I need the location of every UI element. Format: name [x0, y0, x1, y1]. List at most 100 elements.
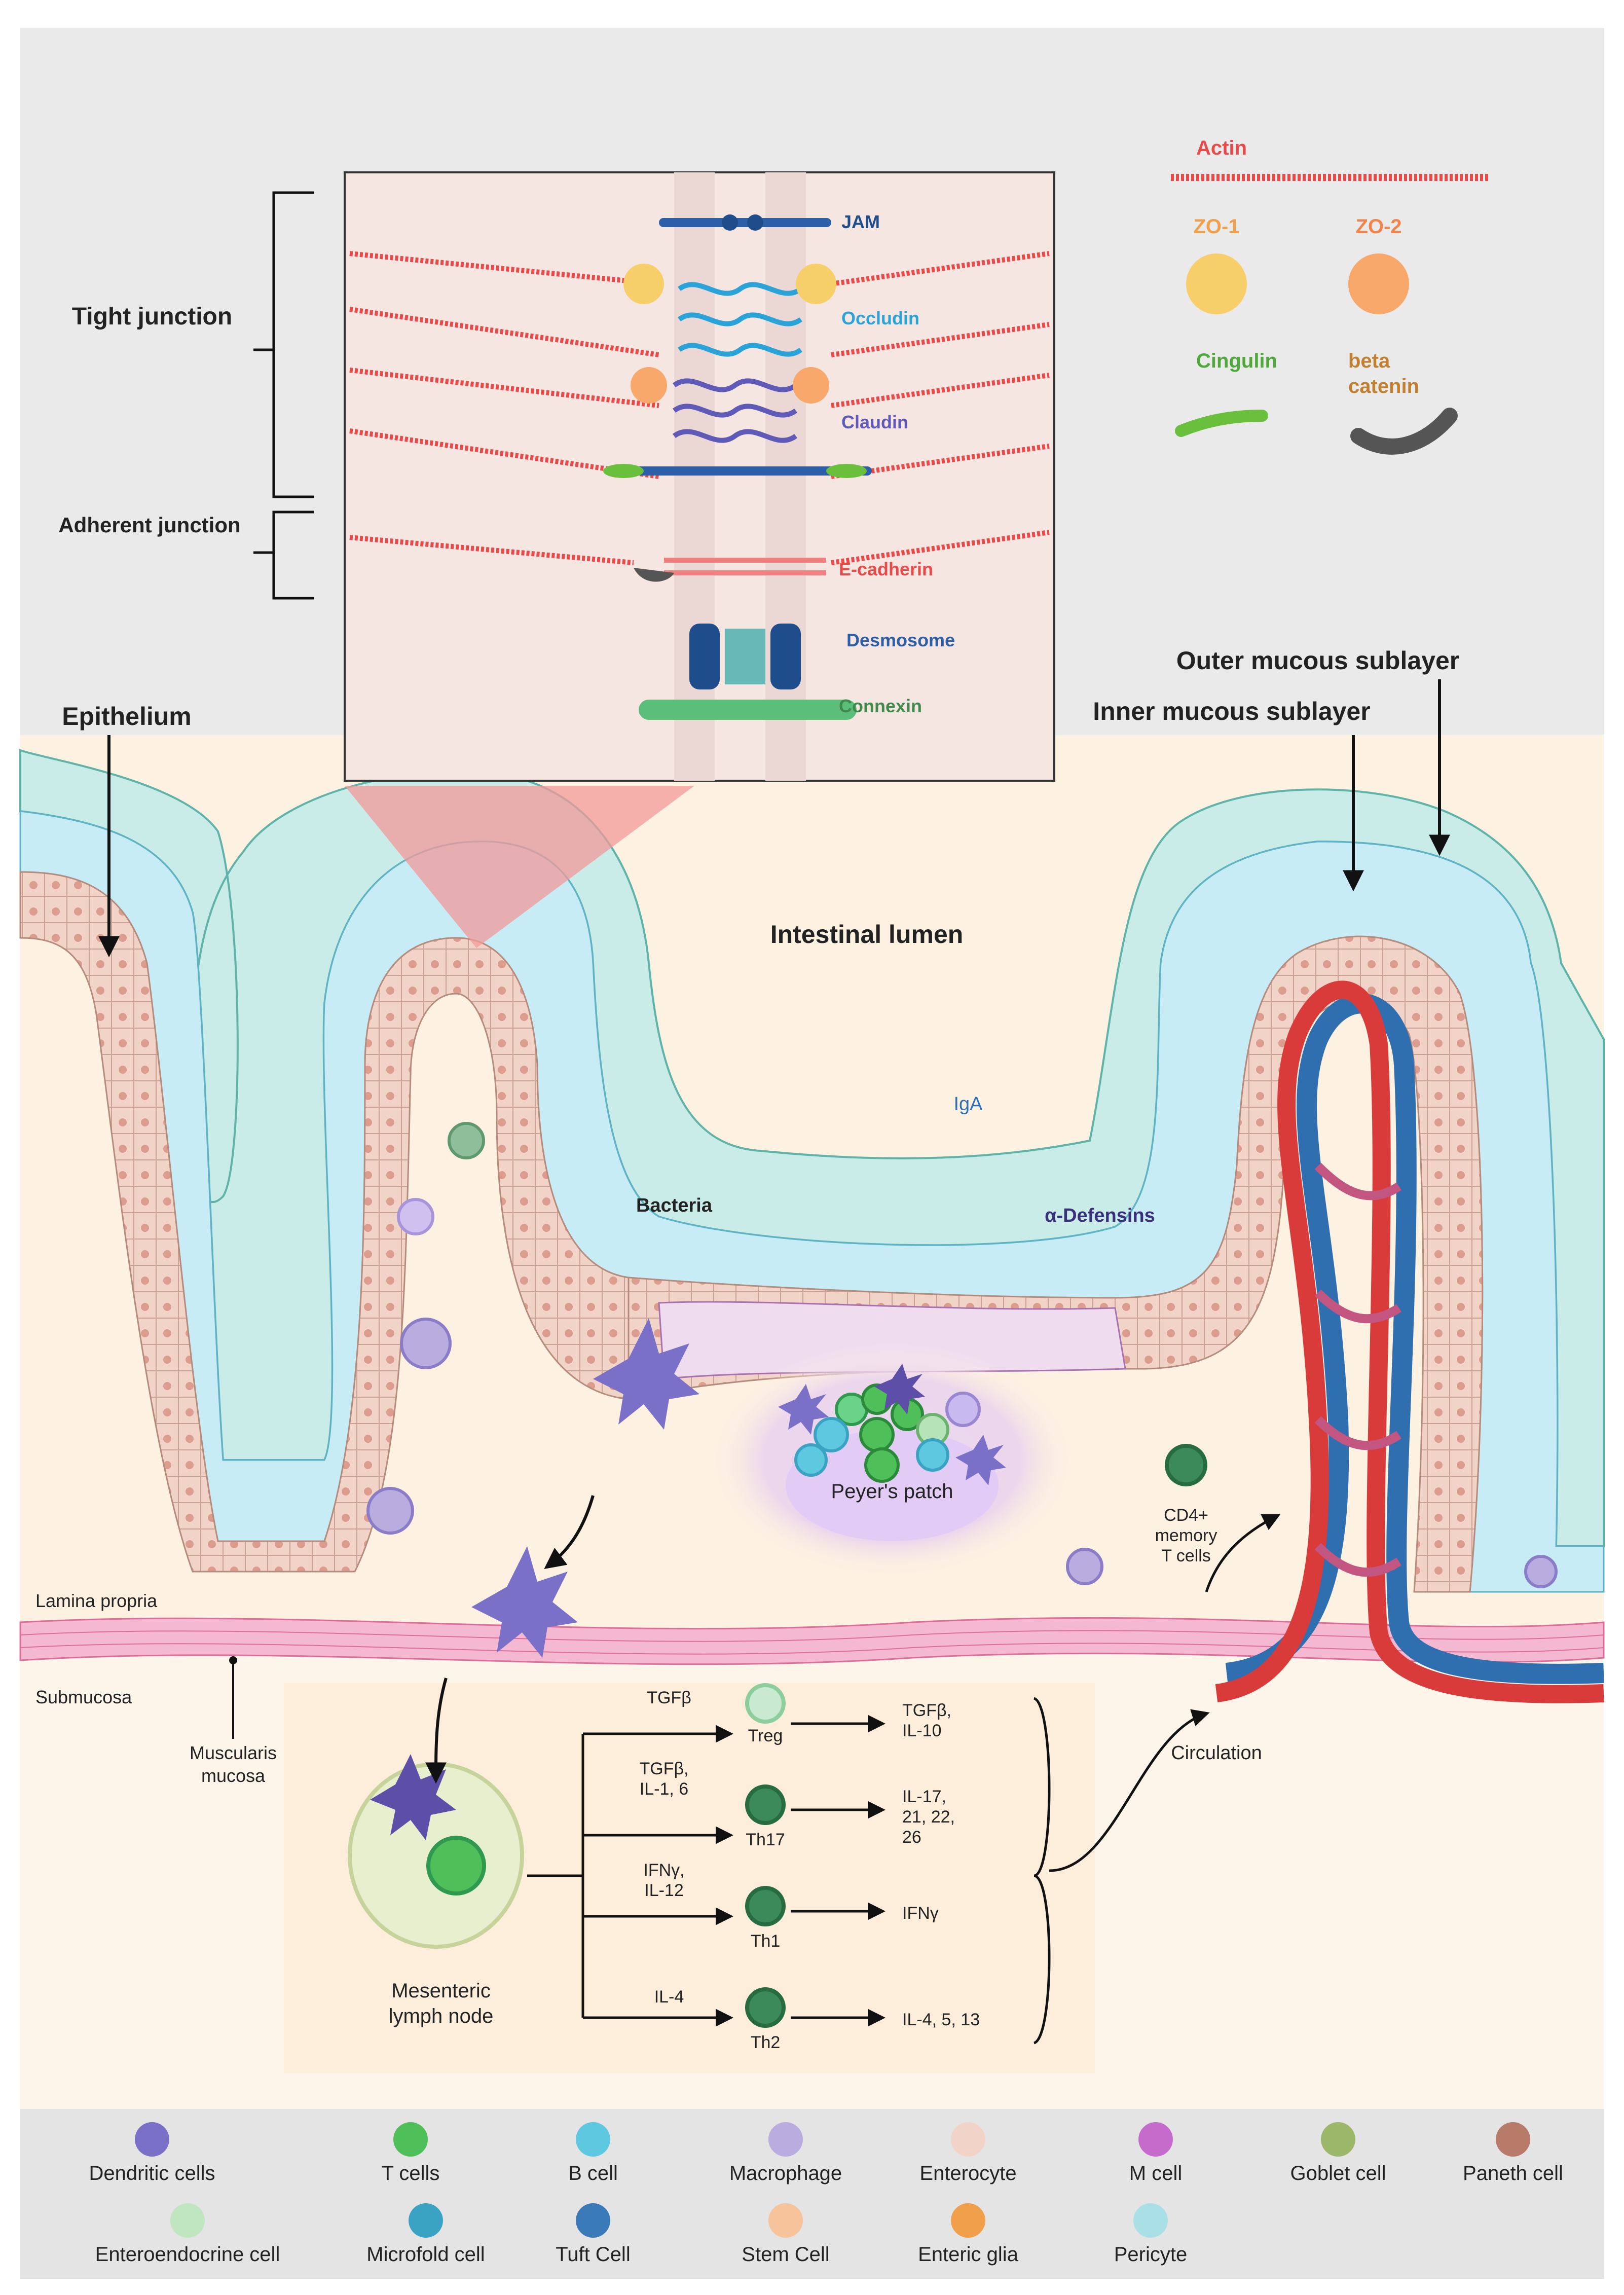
tuft-icon: [576, 2203, 610, 2238]
zoom-wedge: [345, 786, 694, 948]
key-zo2-icon: [1348, 253, 1409, 314]
defensins-label: α-Defensins: [1045, 1205, 1155, 1226]
glia-icon: [951, 2203, 985, 2238]
th17-output-2: 21, 22,: [902, 1807, 955, 1827]
inset-cingulin-jam: [603, 464, 872, 478]
th2-input-1: IL-4: [654, 1987, 684, 2007]
muscularis-label-line2: mucosa: [201, 1765, 266, 1786]
legend-label: Enterocyte: [919, 2162, 1016, 2184]
arrow-dc-migration: [544, 1495, 595, 1570]
th17-output-3: 26: [902, 1828, 921, 1847]
key-zo1-label: ZO-1: [1193, 215, 1239, 238]
legend-label: Paneth cell: [1463, 2162, 1563, 2184]
inset-zo-proteins: [623, 264, 836, 404]
microfold-icon: [409, 2203, 443, 2238]
th1-cell: [745, 1886, 786, 1926]
legend-label: T cells: [382, 2162, 440, 2184]
blood-vessel: [1215, 980, 1604, 1703]
legend-label: Stem Cell: [742, 2243, 829, 2266]
inset-connexin: [639, 700, 857, 720]
inset-claudin: [673, 378, 797, 443]
th2-name: Th2: [751, 2033, 781, 2052]
key-cingulin-icon: [1175, 410, 1268, 437]
key-cingulin-label: Cingulin: [1196, 350, 1277, 372]
th17-name: Th17: [746, 1830, 785, 1849]
lamina-propria-label: Lamina propria: [35, 1590, 158, 1611]
goblet-icon: [1321, 2122, 1355, 2157]
inset-jam: [659, 214, 831, 231]
epithelium-right: [628, 935, 1484, 1593]
connexin-label: Connexin: [839, 696, 922, 716]
legend-label: M cell: [1129, 2162, 1182, 2184]
legend-label: Dendritic cells: [89, 2162, 215, 2184]
treg-output-2: IL-10: [902, 1721, 942, 1740]
inset-occludin: [678, 282, 802, 357]
b-cell-icon: [576, 2122, 610, 2157]
treg-cell: [745, 1683, 786, 1724]
lymph-node-t-cell: [426, 1836, 486, 1896]
bacteria-label: Bacteria: [636, 1195, 713, 1216]
th2-cell: [745, 1987, 786, 2028]
epithelium-left: [19, 871, 630, 1573]
epithelium-label: Epithelium: [62, 702, 192, 731]
iga-label: IgA: [953, 1094, 983, 1115]
adherent-junction-bracket: [272, 511, 314, 600]
th17-input-2: IL-1, 6: [640, 1779, 688, 1799]
cd4-label-line2: memory: [1155, 1526, 1217, 1545]
lamina-cells: [366, 1122, 1558, 1588]
differentiation-tree: [527, 1514, 1281, 2045]
legend-label: Microfold cell: [366, 2243, 485, 2266]
submucosa-label: Submucosa: [35, 1687, 132, 1707]
macrophage-icon: [768, 2122, 803, 2157]
key-actin-label: Actin: [1196, 137, 1247, 159]
key-beta-catenin-icon: [1350, 408, 1458, 455]
peyers-patch-label: Peyer's patch: [831, 1480, 953, 1503]
intestinal-lumen-label: Intestinal lumen: [770, 920, 964, 949]
legend-label: Goblet cell: [1290, 2162, 1386, 2184]
m-cell-icon: [1138, 2122, 1173, 2157]
stem-icon: [768, 2203, 803, 2238]
cd4-label-line3: T cells: [1161, 1546, 1211, 1565]
tight-junction-label: Tight junction: [72, 303, 232, 330]
inset-desmosome: [689, 624, 801, 689]
cd4-label-line1: CD4+: [1164, 1506, 1208, 1525]
peyers-patch-cells: [778, 1364, 1006, 1485]
outer-mucous-label: Outer mucous sublayer: [1176, 646, 1460, 675]
legend-label: B cell: [568, 2162, 618, 2184]
legend-label: Enteroendocrine cell: [95, 2243, 280, 2266]
th1-input-1: IFNγ,: [643, 1861, 684, 1880]
th1-output-1: IFNγ: [902, 1904, 939, 1923]
legend-label: Macrophage: [729, 2162, 842, 2184]
th17-output-1: IL-17,: [902, 1787, 946, 1806]
legend-label: Pericyte: [1114, 2243, 1188, 2266]
key-beta-line1: beta: [1348, 350, 1390, 372]
key-zo1-icon: [1186, 253, 1247, 314]
desmosome-label: Desmosome: [846, 630, 955, 650]
th1-name: Th1: [751, 1932, 781, 1951]
th2-output-1: IL-4, 5, 13: [902, 2010, 980, 2029]
claudin-label: Claudin: [841, 412, 908, 432]
inner-mucous-label: Inner mucous sublayer: [1093, 697, 1370, 725]
treg-output-1: TGFβ,: [902, 1701, 951, 1720]
adherent-junction-label: Adherent junction: [58, 513, 240, 537]
key-zo2-label: ZO-2: [1355, 215, 1401, 238]
tight-junction-bracket: [272, 191, 314, 498]
e-cadherin-label: E-cadherin: [839, 559, 933, 579]
jam-label: JAM: [841, 211, 880, 232]
treg-name: Treg: [748, 1726, 783, 1745]
arrow-dc-to-lymph-node: [425, 1678, 448, 1784]
th1-input-2: IL-12: [644, 1881, 684, 1900]
key-beta-line2: catenin: [1348, 375, 1419, 397]
enteroendocrine-icon: [170, 2203, 205, 2238]
circulation-label: Circulation: [1171, 1742, 1262, 1764]
mesenteric-label-line1: Mesenteric: [391, 1980, 491, 2002]
dendritic-icon: [135, 2122, 169, 2157]
treg-input: TGFβ: [647, 1688, 691, 1707]
dendritic-cell-migrating: [471, 1546, 578, 1658]
pericyte-icon: [1133, 2203, 1168, 2238]
mesenteric-label-line2: lymph node: [389, 2005, 494, 2027]
paneth-icon: [1496, 2122, 1530, 2157]
